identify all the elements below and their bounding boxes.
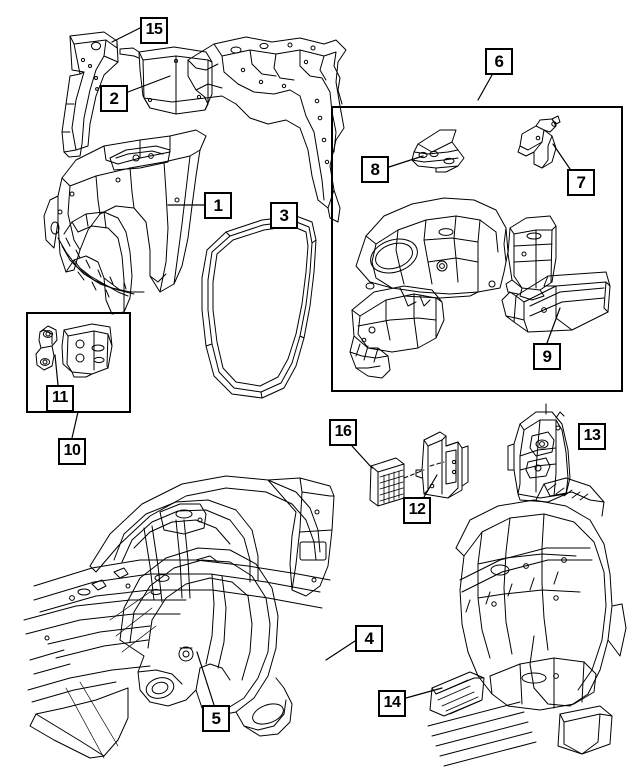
part-11-illustration <box>36 326 57 370</box>
part-3-illustration <box>202 216 316 398</box>
fuel-door-housing-illustration <box>62 324 112 377</box>
leader-lines <box>55 28 570 705</box>
callout-8[interactable]: 8 <box>361 156 389 183</box>
callout-7[interactable]: 7 <box>567 169 595 196</box>
callout-4-label: 4 <box>364 628 374 648</box>
callout-2[interactable]: 2 <box>100 85 128 112</box>
part-7-illustration <box>518 116 560 168</box>
callout-13[interactable]: 13 <box>578 423 606 450</box>
rear-body-structure-illustration <box>428 478 626 766</box>
callout-12-label: 12 <box>408 501 426 518</box>
part-13-illustration <box>508 404 570 502</box>
leader-4 <box>326 641 355 660</box>
callout-14-label: 14 <box>383 694 401 711</box>
leader-5 <box>197 652 214 705</box>
callout-1-label: 1 <box>213 195 223 215</box>
callout-12[interactable]: 12 <box>403 497 431 524</box>
leader-10 <box>72 412 78 438</box>
callout-3[interactable]: 3 <box>270 202 298 229</box>
callout-16-label: 16 <box>334 423 352 440</box>
callout-3-label: 3 <box>279 205 289 225</box>
leader-7 <box>553 144 570 169</box>
callout-9[interactable]: 9 <box>533 343 561 370</box>
group-frame-6 <box>331 106 623 392</box>
leader-14 <box>406 688 442 698</box>
callout-10[interactable]: 10 <box>58 438 86 465</box>
part-15-illustration <box>62 32 118 157</box>
leader-12 <box>424 475 437 497</box>
callout-1[interactable]: 1 <box>204 192 232 219</box>
callout-14[interactable]: 14 <box>378 690 406 717</box>
callout-5-label: 5 <box>211 708 221 728</box>
callout-16[interactable]: 16 <box>329 419 357 446</box>
group-frame-10 <box>26 312 131 413</box>
upper-body-structure-illustration <box>188 37 346 222</box>
callout-7-label: 7 <box>576 172 586 192</box>
callout-5[interactable]: 5 <box>202 705 230 732</box>
callout-15-label: 15 <box>145 21 163 38</box>
part-12-illustration <box>404 432 468 498</box>
callout-11-label: 11 <box>52 389 68 406</box>
part-1-illustration <box>44 130 206 314</box>
part-8-illustration <box>412 130 464 172</box>
callout-4[interactable]: 4 <box>355 625 383 652</box>
part-2-illustration <box>120 47 212 114</box>
callout-13-label: 13 <box>583 427 601 444</box>
leader-2 <box>128 76 170 92</box>
rear-rail-inner-illustration <box>350 286 444 378</box>
leader-6 <box>478 75 492 100</box>
inner-pillar-panel-illustration <box>506 216 556 300</box>
leader-16 <box>352 446 372 468</box>
leader-9 <box>547 308 560 343</box>
leader-15 <box>112 28 140 42</box>
callout-6-label: 6 <box>494 51 504 71</box>
callout-10-label: 10 <box>63 442 81 459</box>
callout-8-label: 8 <box>370 159 380 179</box>
callout-9-label: 9 <box>542 346 552 366</box>
callout-2-label: 2 <box>109 88 119 108</box>
part-4-assembly-illustration <box>24 476 334 758</box>
callout-11[interactable]: 11 <box>46 385 74 412</box>
part-14-illustration <box>430 672 484 716</box>
leader-11 <box>55 355 58 385</box>
callout-15[interactable]: 15 <box>140 17 168 44</box>
leader-8 <box>389 156 423 167</box>
callout-6[interactable]: 6 <box>485 48 513 75</box>
